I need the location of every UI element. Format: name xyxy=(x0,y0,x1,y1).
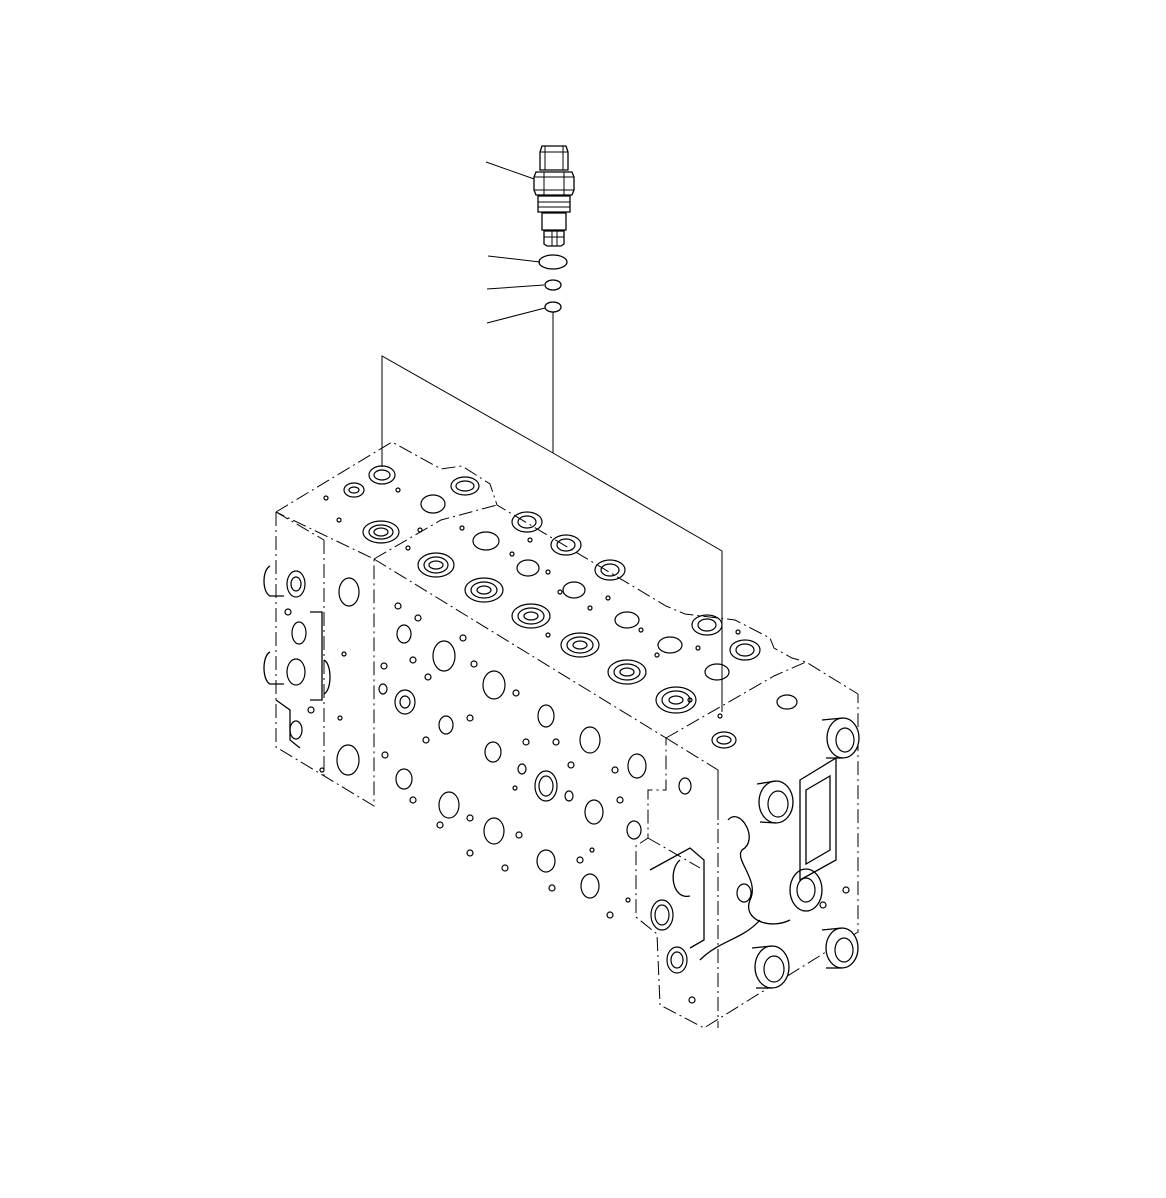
leader-line-relief-valve xyxy=(485,161,538,181)
o-ring-large-icon[interactable] xyxy=(538,254,568,270)
leader-line-backup-ring xyxy=(486,307,546,324)
left-end-cover xyxy=(263,565,331,749)
leader-line-o-ring-small xyxy=(486,284,545,290)
top-ports xyxy=(323,465,798,749)
leader-line-o-ring-large xyxy=(487,255,541,263)
relief-valve-icon[interactable] xyxy=(533,145,575,247)
leader-lines xyxy=(485,161,546,324)
right-end-cover xyxy=(649,717,860,1004)
o-ring-small-icon[interactable] xyxy=(544,279,562,291)
backup-ring-icon[interactable] xyxy=(544,301,562,313)
valve-block-icon[interactable] xyxy=(263,441,860,1029)
assembly-lines xyxy=(381,312,723,712)
front-face-ports xyxy=(319,577,647,919)
